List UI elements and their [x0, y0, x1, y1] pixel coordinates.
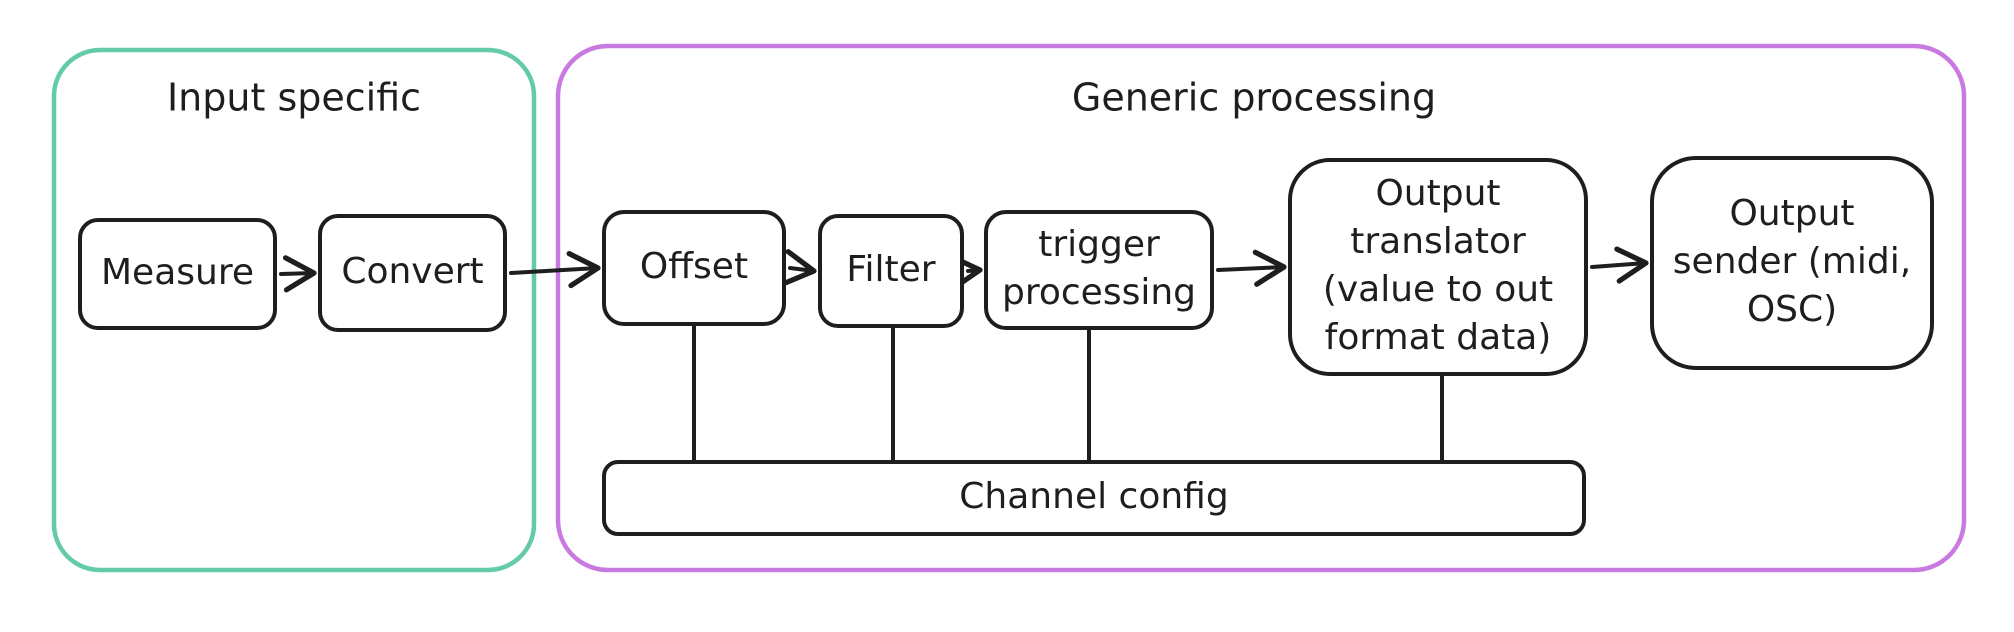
- node-filter: Filter: [818, 214, 964, 328]
- node-translator-label-line-4: format data): [1325, 317, 1552, 358]
- node-translator-label-line-3: (value to out: [1323, 269, 1553, 310]
- node-config-box: [602, 460, 1586, 536]
- node-config: Channel config: [602, 460, 1586, 536]
- node-measure-box: [78, 218, 277, 330]
- node-sender-label-line-2: sender (midi,: [1673, 241, 1911, 282]
- node-trigger-label-line-1: trigger: [1038, 224, 1160, 265]
- arrow-trigger-to-translator: [1216, 249, 1287, 287]
- arrow-convert-to-offset: [509, 251, 601, 289]
- node-trigger: trigger processing: [984, 210, 1214, 330]
- node-config-label-line-1: Channel config: [959, 476, 1228, 517]
- node-offset: Offset: [602, 210, 786, 326]
- node-filter-box: [818, 214, 964, 328]
- arrow-translator-to-sender: [1590, 246, 1649, 284]
- group-generic-title: Generic processing: [1072, 76, 1436, 120]
- node-trigger-label-line-2: processing: [1002, 272, 1196, 313]
- node-measure-label-line-1: Measure: [101, 252, 254, 293]
- node-translator-box: [1288, 158, 1588, 376]
- node-filter-label-line-1: Filter: [846, 249, 935, 290]
- node-convert: Convert: [318, 214, 507, 332]
- arrow-filter-to-trigger: [948, 253, 983, 291]
- group-generic-box: [555, 43, 1967, 573]
- node-sender: Output sender (midi, OSC): [1650, 156, 1934, 370]
- node-sender-box: [1650, 156, 1934, 370]
- arrow-measure-to-convert: [279, 255, 317, 293]
- node-translator: Output translator (value to out format data…: [1288, 158, 1588, 376]
- node-translator-label-line-1: Output: [1375, 173, 1500, 214]
- node-sender-label-line-3: OSC): [1747, 289, 1837, 330]
- node-translator-label-line-2: translator: [1350, 221, 1526, 262]
- node-measure: Measure: [78, 218, 277, 330]
- node-sender-label-line-1: Output: [1729, 193, 1854, 234]
- node-convert-label-line-1: Convert: [341, 251, 483, 292]
- node-trigger-box: [984, 210, 1214, 330]
- node-convert-box: [318, 214, 507, 332]
- group-input-title: Input specific: [167, 76, 421, 120]
- node-offset-label-line-1: Offset: [640, 246, 748, 287]
- group-input-box: [51, 47, 537, 573]
- arrow-offset-to-filter: [781, 249, 817, 287]
- node-offset-box: [602, 210, 786, 326]
